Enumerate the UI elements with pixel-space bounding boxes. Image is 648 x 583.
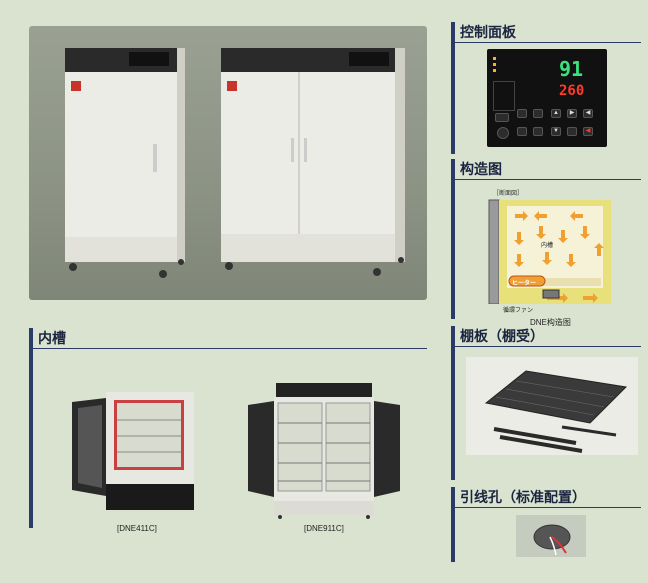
power-button[interactable] xyxy=(497,127,509,139)
mode-indicators xyxy=(493,81,515,111)
diagram-section-label: ［断面図］ xyxy=(493,191,524,197)
structure-caption: DNE构造图 xyxy=(530,318,571,327)
diagram-fan-label: 循環ファン xyxy=(503,308,534,314)
section-bar xyxy=(29,348,33,528)
airflow-diagram xyxy=(488,199,611,304)
open-oven-small xyxy=(68,392,196,512)
shelf-photo xyxy=(466,357,638,455)
cable-port-title: 引线孔（标准配置） xyxy=(460,489,586,505)
section-bar xyxy=(451,507,455,562)
section-rule xyxy=(455,179,641,180)
control-panel-title: 控制面板 xyxy=(460,24,516,40)
structure-diagram: ［断面図］ 内槽 ヒーター 循環ファン xyxy=(487,188,615,314)
indicator-led xyxy=(493,57,496,60)
panel-button[interactable] xyxy=(517,109,527,118)
open-oven-small-illustration xyxy=(72,392,194,510)
caption-right-unit: [DNE911C] xyxy=(304,524,344,533)
section-bar xyxy=(451,42,455,154)
panel-button[interactable] xyxy=(567,127,577,136)
structure-title: 构造图 xyxy=(460,161,502,177)
caption-left-unit: [DNE411C] xyxy=(117,524,157,533)
section-title-shelf: 棚板（棚受） xyxy=(451,326,641,348)
indicator-led xyxy=(493,69,496,72)
section-rule xyxy=(455,507,641,508)
cable-port-photo xyxy=(516,515,586,557)
alarm-button[interactable]: ◀ xyxy=(583,127,593,136)
down-arrow-button[interactable]: ▼ xyxy=(551,127,561,136)
shelf-illustration xyxy=(484,370,628,453)
open-oven-large-illustration xyxy=(248,383,400,519)
panel-button[interactable] xyxy=(517,127,527,136)
open-oven-large xyxy=(246,383,402,519)
temperature-display-set: 260 xyxy=(559,83,585,99)
indicator-led xyxy=(493,63,496,66)
product-photo xyxy=(29,26,427,300)
diagram-chamber-label: 内槽 xyxy=(541,243,554,249)
oven-illustration xyxy=(65,48,405,278)
temperature-display-current: 91 xyxy=(559,57,584,81)
chamber-title: 内槽 xyxy=(38,330,66,346)
section-bar xyxy=(451,346,455,480)
section-title-control-panel: 控制面板 xyxy=(451,22,641,44)
panel-button[interactable] xyxy=(533,127,543,136)
mode-button[interactable] xyxy=(495,113,509,122)
section-bar xyxy=(451,179,455,319)
panel-button[interactable] xyxy=(533,109,543,118)
right-arrow-button[interactable]: ▶ xyxy=(567,109,577,118)
cable-port-illustration xyxy=(516,515,586,557)
section-title-chamber: 内槽 xyxy=(29,328,427,350)
diagram-heater-label: ヒーター xyxy=(512,281,537,287)
up-arrow-button[interactable]: ▲ xyxy=(551,109,561,118)
shelf-title: 棚板（棚受） xyxy=(460,328,544,344)
section-rule xyxy=(33,348,427,349)
section-rule xyxy=(455,346,641,347)
section-title-structure: 构造图 xyxy=(451,159,641,181)
section-rule xyxy=(455,42,641,43)
control-panel: 91 260 ▲ ▶ ◀ ▼ ◀ xyxy=(487,49,607,147)
left-arrow-button[interactable]: ◀ xyxy=(583,109,593,118)
section-title-cable-port: 引线孔（标准配置） xyxy=(451,487,641,509)
